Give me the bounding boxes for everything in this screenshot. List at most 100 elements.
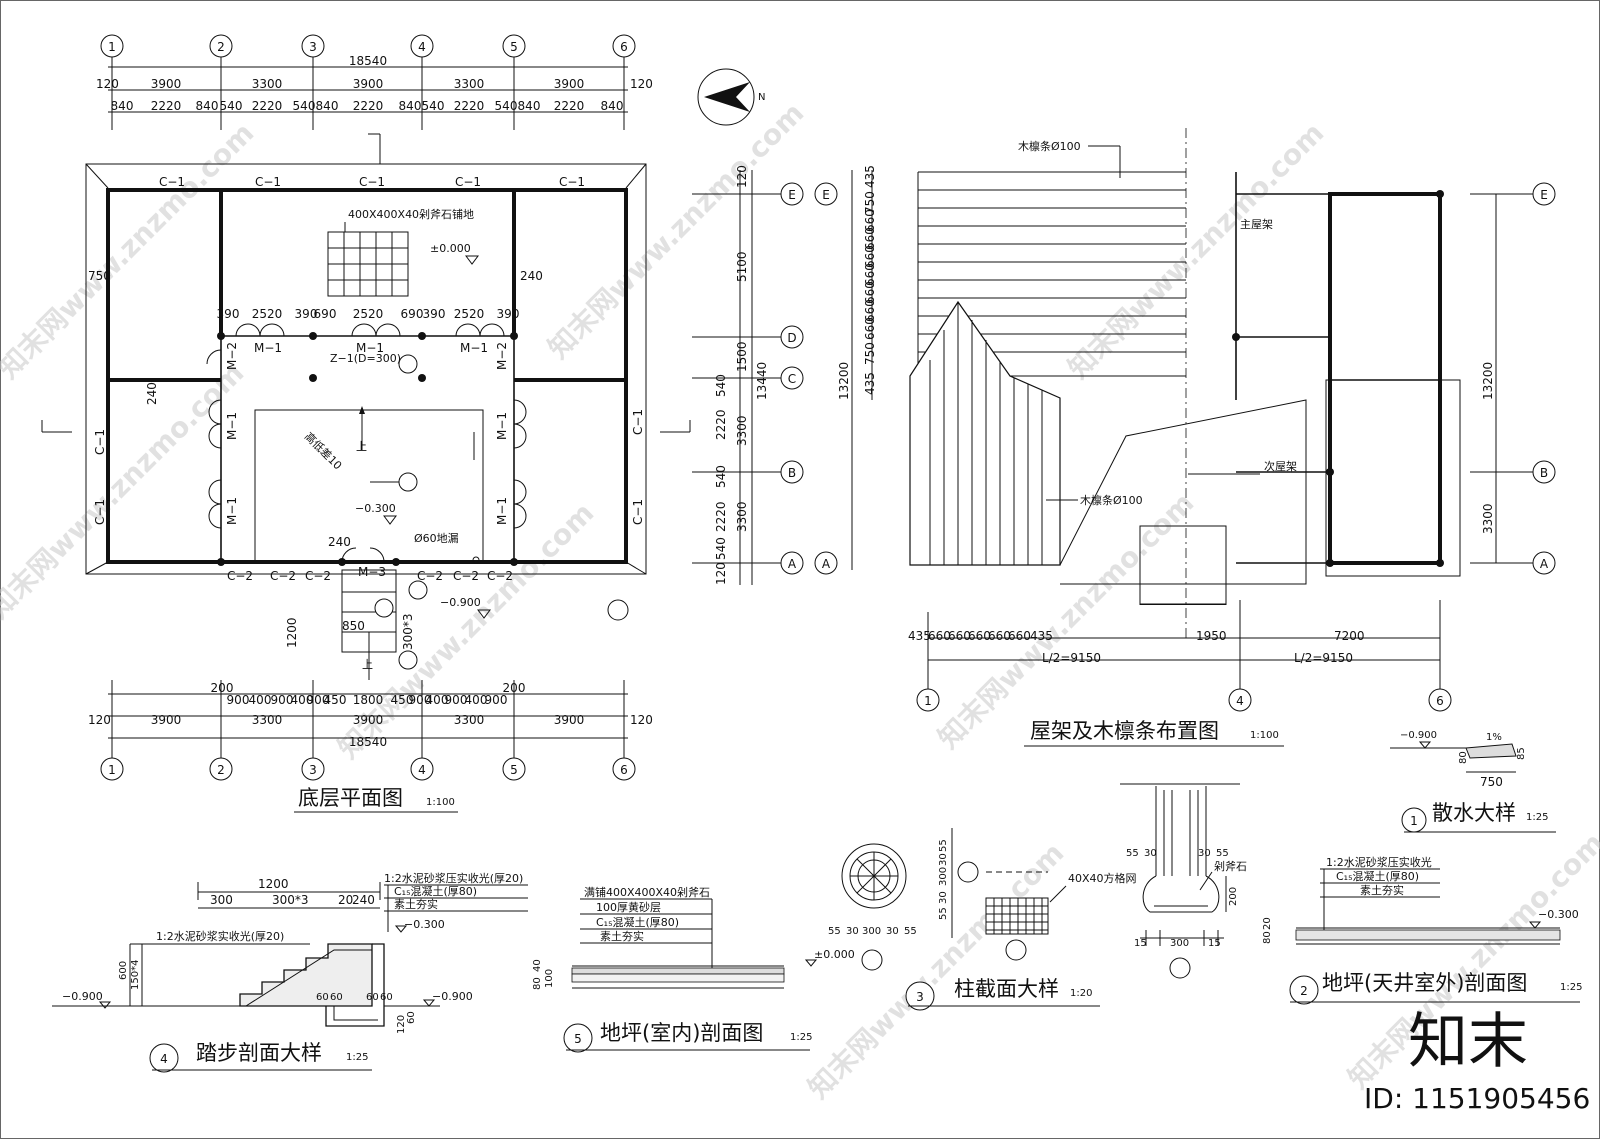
dim-text: 3900 xyxy=(151,713,182,727)
paving-grid xyxy=(327,231,409,297)
layer-text: 素土夯实 xyxy=(600,929,644,943)
row-label: C xyxy=(788,372,796,386)
layer-text: C₁₅混凝土(厚80) xyxy=(1336,869,1419,883)
north-label: N xyxy=(758,92,765,103)
row-label: A xyxy=(788,557,797,571)
layer-text: 满铺400X400X40剁斧石 xyxy=(584,885,710,899)
purlin-label: 木檩条Ø100 xyxy=(1018,139,1081,153)
dim-text: 55 xyxy=(938,907,949,920)
dim-text: 660 xyxy=(863,281,877,304)
dim-text: 660 xyxy=(863,209,877,232)
level-tag: −0.900 xyxy=(432,990,473,1003)
dim-text: 2220 xyxy=(353,99,384,113)
dim-text: 450 xyxy=(324,693,347,707)
apron-detail: −0.900 1% 80 85 750 1 散水大样 1:25 xyxy=(1390,730,1556,833)
column-scale: 1:20 xyxy=(1070,988,1092,999)
dim-text: 2220 xyxy=(714,501,728,532)
dim-text: 100 xyxy=(544,969,555,988)
roof-title: 屋架及木檩条布置图 xyxy=(1030,719,1219,743)
row-label: E xyxy=(1540,188,1548,202)
dim-text: 2520 xyxy=(252,307,283,321)
dim-text: 120 xyxy=(630,713,653,727)
floor-outdoor-title: 地坪(天井室外)剖面图 xyxy=(1322,971,1527,995)
dim-text: 660 xyxy=(968,629,991,643)
level-tag: −0.900 xyxy=(440,596,481,609)
column-detail: 55 30 300 30 55 55 30 300 30 55 40X40方格网 xyxy=(828,783,1247,1011)
dim-text: 1500 xyxy=(735,341,749,372)
brand-logo: 知末 xyxy=(1408,1007,1528,1077)
door-label: M−1 xyxy=(495,497,509,525)
dim-text: 300 xyxy=(862,926,881,937)
dim-text: 400 xyxy=(291,693,314,707)
dim-text: 750 xyxy=(88,269,111,283)
row-label: B xyxy=(1540,466,1548,480)
dim-text: 120 xyxy=(714,562,728,585)
axis-label: 4 xyxy=(1236,694,1244,708)
axis-label: 5 xyxy=(510,763,518,777)
axis-label: 4 xyxy=(418,40,426,54)
window-label: C−2 xyxy=(305,569,331,583)
dim-text: 3900 xyxy=(554,77,585,91)
step-title: 踏步剖面大样 xyxy=(196,1041,322,1065)
dim-text: 200 xyxy=(211,681,234,695)
dim-text: 390 xyxy=(497,307,520,321)
row-label: B xyxy=(788,466,796,480)
dim-text: 750 xyxy=(1480,775,1503,789)
dim-text: 15 xyxy=(1208,938,1221,949)
id-label: ID: 1151905456 xyxy=(1364,1082,1590,1115)
dim-text: 660 xyxy=(1008,629,1031,643)
floor-indoor-section: 满铺400X400X40剁斧石 100厚黄砂层 C₁₅混凝土(厚80) 素土夯实… xyxy=(532,885,855,1053)
dim-text: 300 xyxy=(938,867,949,886)
dim-text: 540 xyxy=(220,99,243,113)
plan-title: 底层平面图 xyxy=(298,786,403,810)
dim-text: 840 xyxy=(196,99,219,113)
detail-number: 5 xyxy=(574,1032,582,1046)
dim-text: 2220 xyxy=(554,99,585,113)
dim-text: 660 xyxy=(948,629,971,643)
up-label: 上 xyxy=(356,440,367,453)
layer-text: C₁₅混凝土(厚80) xyxy=(596,915,679,929)
dim-text: 300*3 xyxy=(272,893,309,907)
dim-text: L/2=9150 xyxy=(1042,651,1101,665)
door-label: M−1 xyxy=(460,341,488,355)
dim-text: 300*3 xyxy=(401,613,415,650)
roof-scale: 1:100 xyxy=(1250,730,1279,741)
axis-label: 1 xyxy=(108,763,116,777)
detail-number: 3 xyxy=(916,990,924,1004)
dim-text: 30 xyxy=(886,926,899,937)
roof-left-dims: 120 5100 1500 540 2220 540 2220 540 120 … xyxy=(714,165,851,585)
dim-text: 55 xyxy=(1126,848,1139,859)
dim-text: 55 xyxy=(938,839,949,852)
door-label: M−1 xyxy=(225,497,239,525)
dim-text: 900 xyxy=(307,693,330,707)
dim-text: 240 xyxy=(352,893,375,907)
dim-text: 1200 xyxy=(285,617,299,648)
dim-text: 60 xyxy=(380,992,393,1003)
dim-text: 540 xyxy=(495,99,518,113)
dim-text: 120 xyxy=(630,77,653,91)
entrance-steps xyxy=(341,569,397,680)
dim-text: 3900 xyxy=(151,77,182,91)
dim-text: 80 xyxy=(1262,931,1273,944)
axis-label: 3 xyxy=(309,763,317,777)
window-label: C−2 xyxy=(270,569,296,583)
row-label: A xyxy=(822,557,831,571)
column-top-dims: 55 30 30 55 xyxy=(1126,848,1229,859)
door-label: M−3 xyxy=(358,565,386,579)
apron-title: 散水大样 xyxy=(1432,801,1516,825)
dim-text: 660 xyxy=(988,629,1011,643)
dim-text: 3300 xyxy=(735,415,749,446)
window-label: C−2 xyxy=(487,569,513,583)
window-label: C−2 xyxy=(227,569,253,583)
apron-scale: 1:25 xyxy=(1526,812,1548,823)
layer-text: 素土夯实 xyxy=(1360,883,1404,897)
dim-text: 120 xyxy=(735,165,749,188)
dim-text: 900 xyxy=(485,693,508,707)
dim-text: 5100 xyxy=(735,251,749,282)
column-plan-dims: 55 30 300 30 55 xyxy=(828,926,917,937)
drain-note: Ø60地漏 xyxy=(414,532,459,545)
dim-text: 60 xyxy=(406,1011,417,1024)
dim-text: 30 xyxy=(846,926,859,937)
dim-text: 1800 xyxy=(353,693,384,707)
dim-text: 1950 xyxy=(1196,629,1227,643)
